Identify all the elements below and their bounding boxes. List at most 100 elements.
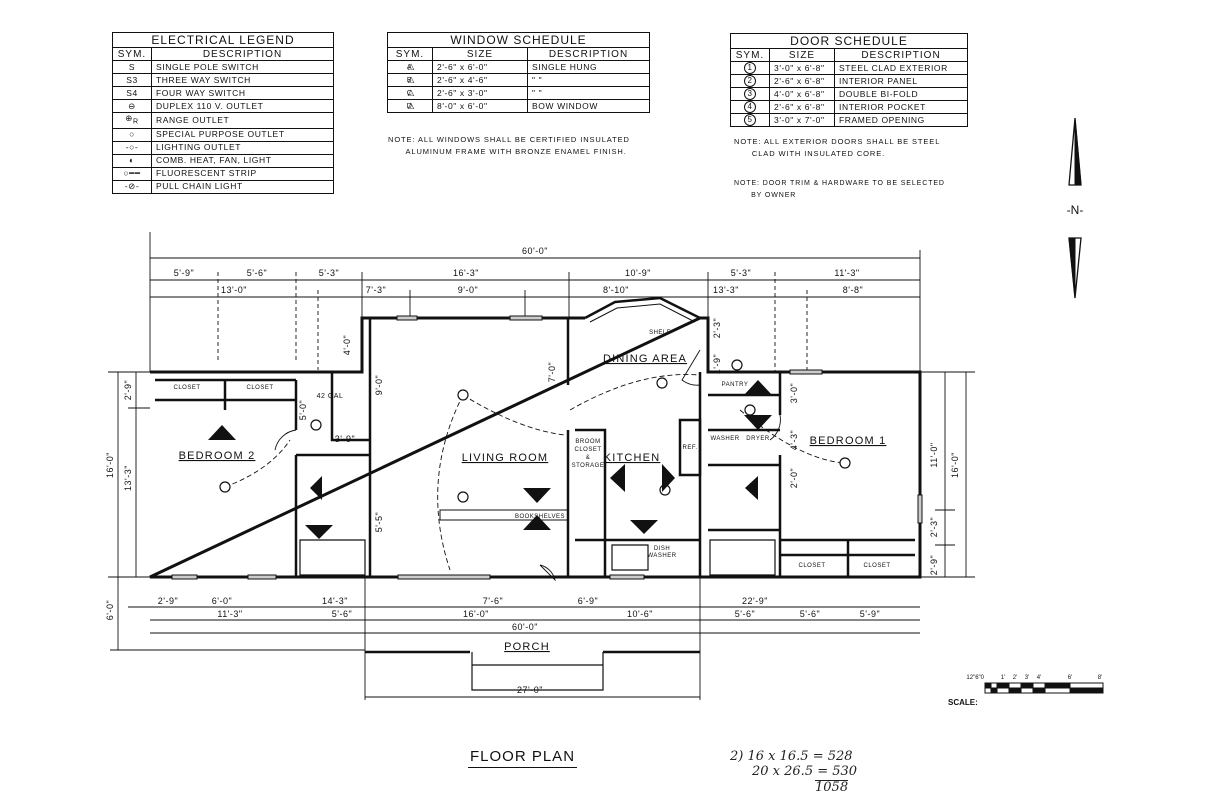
scale-tick-label: 1'	[1001, 675, 1005, 681]
scale-label: SCALE:	[948, 698, 978, 707]
dimension-label: 6'-0"	[105, 600, 115, 620]
side-dimension-lines	[108, 371, 975, 650]
scale-tick-label: 4'	[1037, 675, 1041, 681]
handwritten-note-total: 1058	[815, 780, 849, 795]
scale-tick-label: 2'	[1013, 675, 1017, 681]
left-dims: 6'-0"16'-0"13'-3"2'-9"	[105, 380, 133, 620]
dim-interior: 5'-0"	[298, 400, 308, 420]
dimension-label: 16'-0"	[950, 452, 960, 478]
window-sym-letter: B	[406, 77, 413, 84]
dimension-label: 13'-0"	[221, 285, 247, 295]
dimension-label: 16'-0"	[463, 609, 489, 619]
label-dishwasher: DISH	[654, 546, 670, 552]
table-row: 5 3'-0" x 7'-0"FRAMED OPENING	[730, 113, 968, 127]
dimension-label: 6'-9"	[578, 596, 598, 606]
label-closet: CLOSET	[173, 385, 200, 391]
dimension-label: 6'-0"	[212, 596, 232, 606]
dimension-label: 16'-3"	[453, 268, 479, 278]
label-broom-closet: CLOSET	[574, 447, 601, 453]
dimension-label: 11'-3"	[834, 268, 859, 278]
door-swings	[274, 349, 781, 582]
pull-chain-light-icon: -⊘-	[124, 181, 140, 192]
dimension-label: 7'-3"	[366, 285, 386, 295]
table-row: -○-LIGHTING OUTLET	[112, 140, 334, 155]
dimension-label: 5'-3"	[731, 268, 751, 278]
handwritten-note-line-1: 2) 16 x 16.5 = 528	[730, 749, 853, 764]
label-broom-closet: BROOM	[575, 439, 600, 445]
drawing-title: FLOOR PLAN	[468, 748, 578, 768]
label-bookshelves: BOOKSHELVES	[515, 514, 565, 520]
wiring-lines	[224, 374, 846, 571]
dimension-label: 11'-3"	[217, 609, 242, 619]
dimension-label: 2'-3"	[929, 517, 939, 537]
label-washer: WASHER	[710, 436, 739, 442]
duplex-outlet-icon: ⊖	[128, 100, 136, 111]
range-sub: R	[133, 117, 139, 126]
bottom-dims-row-2: 11'-3"5'-6"16'-0"10'-6"5'-6"5'-6"5'-9"	[217, 609, 879, 619]
bottom-dimension-lines	[110, 577, 920, 700]
north-arrow-icon	[1068, 117, 1082, 299]
dim-interior: 7'-0"	[547, 362, 557, 382]
door-size: 3'-0" x 7'-0"	[769, 113, 835, 127]
window-symbol-triangle-icon: △D	[387, 99, 433, 113]
scale-tick-label: 3'	[1025, 675, 1029, 681]
table-row: ◐COMB. HEAT, FAN, LIGHT	[112, 153, 334, 168]
label-shelf: SHELF	[649, 330, 671, 336]
exterior-walls	[149, 296, 922, 579]
dim-interior: 1'-9"	[712, 354, 722, 374]
door-sym-number: 5	[744, 114, 756, 126]
dimension-label: 5'-6"	[247, 268, 267, 278]
special-purpose-outlet-icon: ○	[129, 129, 135, 140]
right-dims: 11'-0"16'-0"2'-3"2'-9"	[929, 442, 960, 575]
door-symbol-circle-icon: 5	[730, 113, 770, 127]
window-sym-letter: D	[406, 103, 413, 110]
north-label: -N-	[1067, 203, 1084, 217]
comb-heat-fan-light-icon: ◐	[129, 155, 135, 166]
top-dimension-lines	[149, 232, 921, 372]
dim-interior: 3'-9"	[335, 434, 355, 444]
legend-symbol: ⊖	[112, 99, 152, 113]
scale-tick-label: 12"6"0	[966, 675, 984, 681]
range-outlet-icon: ⊕	[125, 113, 133, 123]
lighting-outlet-icons	[219, 359, 851, 503]
label-broom-closet: STORAGE	[572, 463, 605, 469]
dimension-label: 2'-9"	[158, 596, 178, 606]
top-dims-row-2: 13'-0"7'-3"9'-0"8'-10"13'-3"8'-8"	[221, 285, 863, 295]
label-dryer: DRYER	[746, 436, 770, 442]
window-sym-letter: C	[406, 90, 413, 97]
dimension-label: 5'-6"	[332, 609, 352, 619]
door-schedule-title: DOOR SCHEDULE	[730, 33, 968, 49]
door-description: FRAMED OPENING	[834, 113, 968, 127]
label-closet: CLOSET	[863, 563, 890, 569]
dim-interior: 3'-0"	[789, 383, 799, 403]
label-closet: CLOSET	[798, 563, 825, 569]
dimension-label: 9'-0"	[458, 285, 478, 295]
label-ref: REF.	[682, 445, 697, 451]
dimension-label: 8'-10"	[603, 285, 629, 295]
dimension-label: 13'-3"	[123, 465, 133, 491]
dim-interior: 2'-3"	[712, 318, 722, 338]
dimension-label: 2'-9"	[123, 380, 133, 400]
interior-walls	[155, 318, 915, 577]
legend-description: PULL CHAIN LIGHT	[151, 179, 334, 194]
door-sym-number: 4	[744, 101, 756, 113]
bottom-dims-row-1: 2'-9"6'-0"14'-3"7'-6"6'-9"22'-9"	[158, 596, 768, 606]
scale-bar	[984, 682, 1104, 694]
dimension-label: 13'-3"	[713, 285, 739, 295]
dim-porch: 27'-0"	[517, 685, 543, 695]
room-label-living-room: LIVING ROOM	[462, 452, 549, 464]
